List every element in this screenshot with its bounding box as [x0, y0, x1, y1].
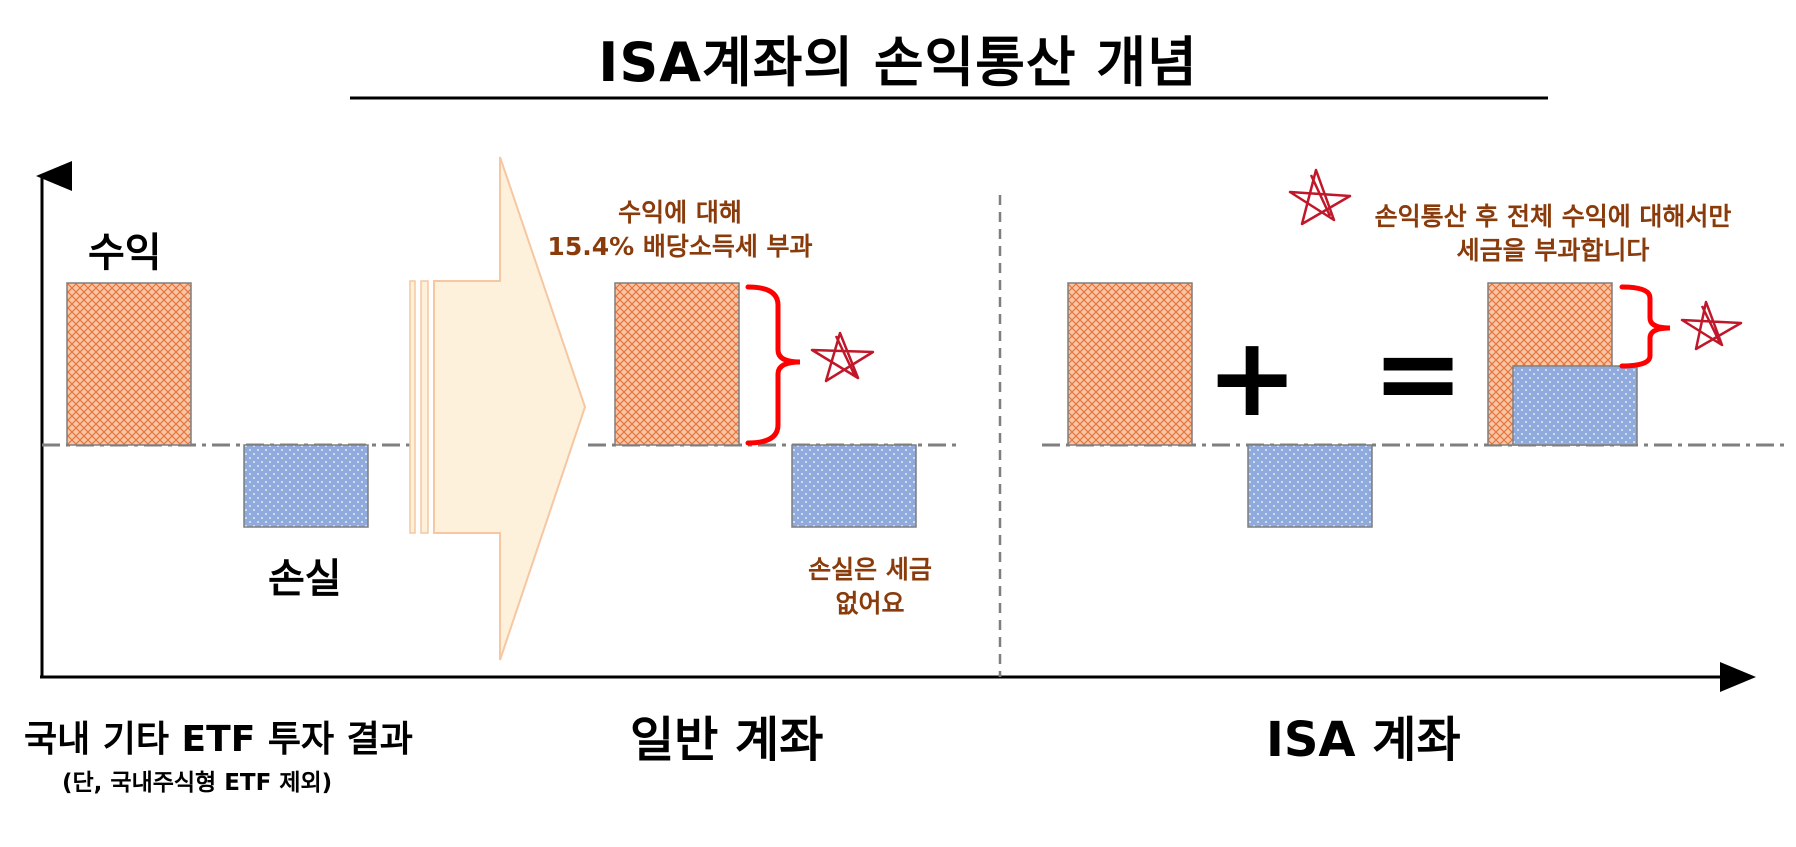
left-caption: 국내 기타 ETF 투자 결과	[24, 719, 413, 760]
loss-label: 손실	[268, 556, 342, 602]
general-loss-note-line2: 없어요	[835, 589, 905, 618]
profit-bar-left	[66, 282, 192, 446]
left-subcaption: (단, 국내주식형 ETF 제외)	[62, 770, 333, 796]
general-profit-note-line1: 수익에 대해	[618, 198, 742, 227]
profit-bar-isa	[1067, 282, 1193, 446]
equals-symbol: =	[1372, 309, 1465, 437]
loss-bar-left	[243, 444, 369, 528]
taxed-bracket-isa	[1619, 284, 1671, 369]
hand-drawn-star-icon	[1680, 300, 1743, 351]
isa-note-line2: 세금을 부과합니다	[1456, 236, 1650, 265]
profit-label: 수익	[88, 230, 162, 276]
general-loss-note: 손실은 세금 없어요	[770, 553, 970, 621]
plus-symbol: +	[1206, 313, 1299, 441]
isa-account-caption: ISA 계좌	[1266, 712, 1461, 768]
loss-bar-isa	[1247, 444, 1373, 528]
general-loss-note-line1: 손실은 세금	[808, 555, 932, 584]
right-block-arrow-icon	[409, 156, 587, 661]
taxed-bracket-general	[745, 284, 801, 446]
general-profit-note-line2: 15.4% 배당소득세 부과	[547, 232, 813, 261]
profit-bar-general	[614, 282, 740, 446]
general-account-caption: 일반 계좌	[630, 712, 824, 768]
loss-bar-net-overlay	[1512, 365, 1638, 446]
isa-note: 손익통산 후 전체 수익에 대해서만 세금을 부과합니다	[1318, 200, 1788, 268]
hand-drawn-star-icon	[1288, 168, 1352, 226]
hand-drawn-star-icon	[810, 331, 875, 383]
general-profit-note: 수익에 대해 15.4% 배당소득세 부과	[510, 196, 850, 264]
isa-note-line1: 손익통산 후 전체 수익에 대해서만	[1374, 202, 1732, 231]
loss-bar-general	[791, 444, 917, 528]
page-title: ISA계좌의 손익통산 개념	[598, 31, 1198, 94]
